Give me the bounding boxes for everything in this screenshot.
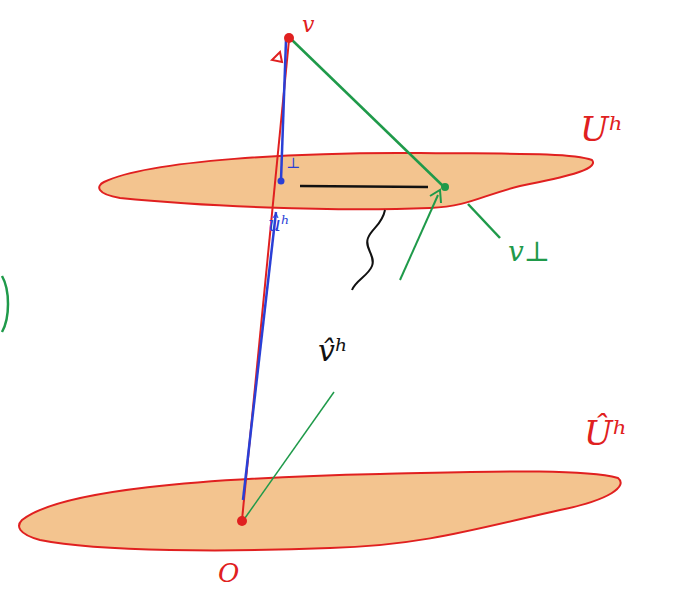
leader-line bbox=[245, 392, 334, 518]
bracket bbox=[2, 276, 8, 332]
leader-line bbox=[468, 204, 500, 238]
point bbox=[237, 516, 247, 526]
brace bbox=[352, 210, 385, 290]
arrow-head bbox=[430, 190, 441, 203]
red-line bbox=[242, 40, 289, 520]
vector-label: ûʰ bbox=[268, 214, 290, 234]
lower-plane bbox=[19, 472, 621, 551]
point bbox=[278, 178, 285, 185]
upper-plane bbox=[99, 153, 593, 209]
point-label: v bbox=[302, 14, 314, 36]
green-line bbox=[292, 40, 443, 186]
vector-label: v̂ʰ bbox=[318, 336, 348, 366]
right-angle-mark: ⊥ bbox=[286, 156, 300, 171]
plane-label: Ûʰ bbox=[584, 416, 627, 450]
point bbox=[284, 33, 294, 43]
green-arrow bbox=[400, 195, 438, 280]
vector-label: v⊥ bbox=[508, 238, 550, 266]
black-segment bbox=[300, 186, 428, 187]
angle-mark bbox=[272, 52, 282, 62]
point bbox=[441, 183, 449, 191]
point-label: O bbox=[218, 560, 239, 586]
plane-label: Uʰ bbox=[580, 112, 623, 146]
blue-segment bbox=[243, 212, 276, 500]
